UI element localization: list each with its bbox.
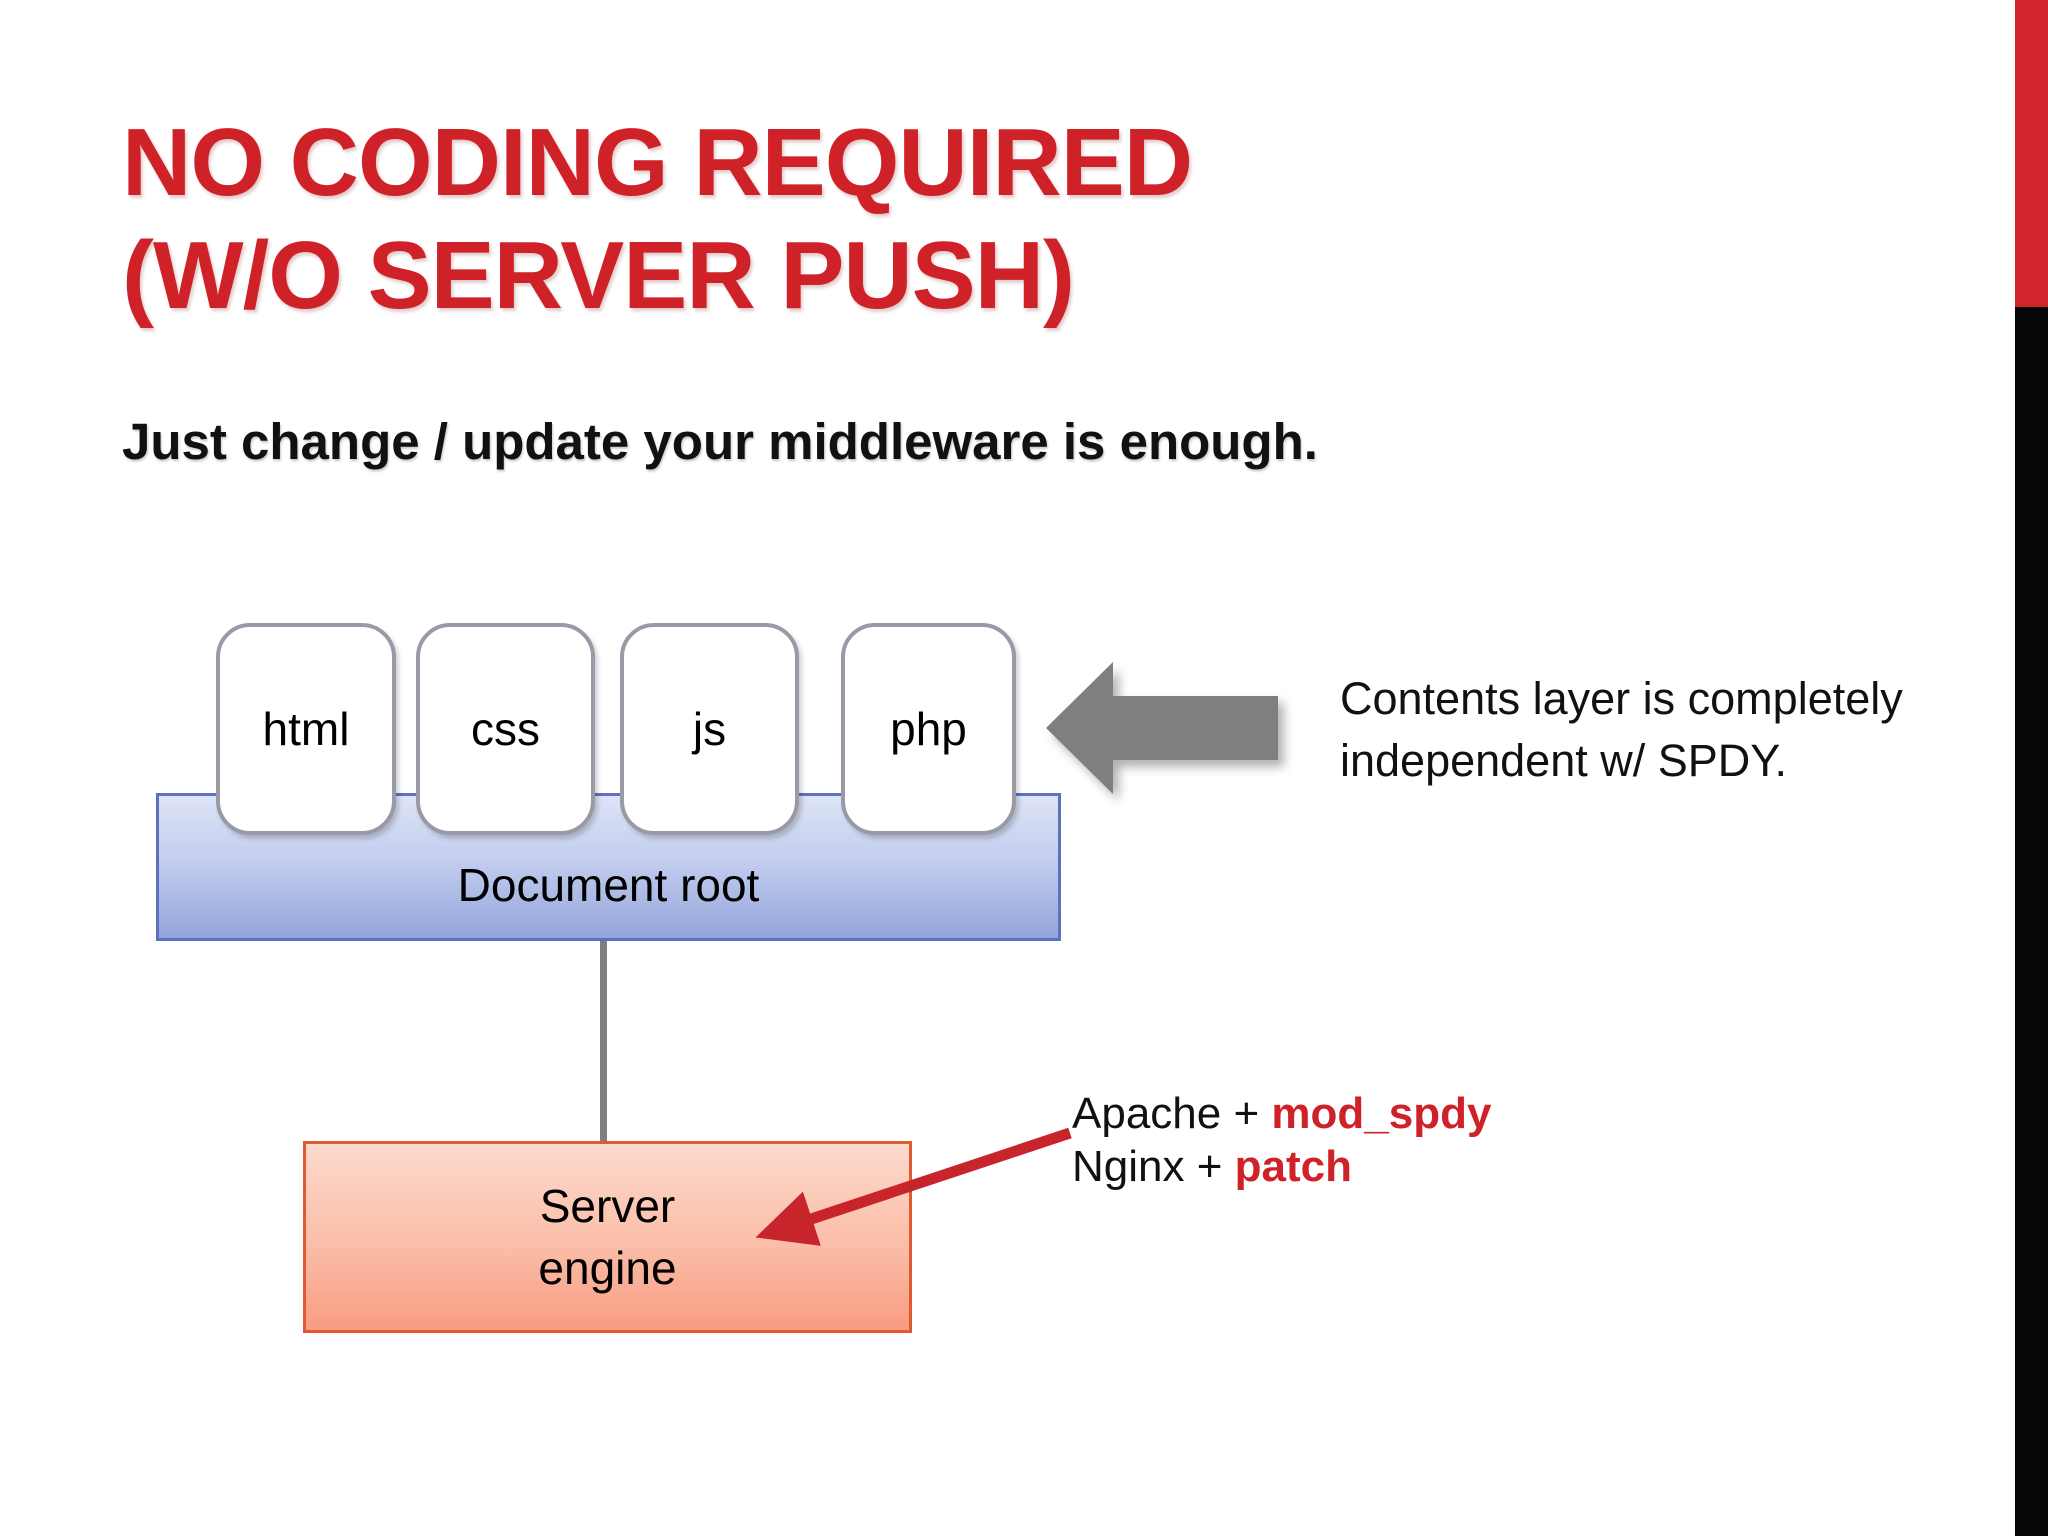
file-box-js-label: js bbox=[692, 703, 727, 755]
file-box-css-label: css bbox=[471, 703, 540, 755]
slide-title-line1: NO CODING REQUIRED bbox=[122, 109, 1193, 216]
accent-stripe-black bbox=[2015, 307, 2048, 1536]
spdy-note-line1: Contents layer is completely bbox=[1340, 673, 1903, 724]
spdy-note-line2: independent w/ SPDY. bbox=[1340, 735, 1787, 786]
middleware-note: Apache + mod_spdy Nginx + patch bbox=[1072, 1087, 1491, 1193]
middleware-note-line2-prefix: Nginx + bbox=[1072, 1142, 1235, 1191]
middleware-note-line1-highlight: mod_spdy bbox=[1271, 1089, 1492, 1138]
slide-title-line2: (W/O SERVER PUSH) bbox=[122, 222, 1075, 329]
left-block-arrow-icon bbox=[1046, 662, 1278, 794]
accent-stripe-red bbox=[2015, 0, 2048, 307]
slide-title: NO CODING REQUIRED (W/O SERVER PUSH) bbox=[122, 106, 1193, 332]
middleware-note-line2-highlight: patch bbox=[1234, 1142, 1352, 1191]
slide-subtitle: Just change / update your middleware is … bbox=[122, 413, 1318, 470]
connector-line bbox=[600, 941, 607, 1141]
middleware-note-line1: Apache + mod_spdy bbox=[1072, 1087, 1491, 1140]
middleware-note-line2: Nginx + patch bbox=[1072, 1140, 1491, 1193]
file-box-html: html bbox=[216, 623, 396, 835]
file-box-php-label: php bbox=[890, 703, 967, 755]
document-root-label: Document root bbox=[457, 859, 760, 911]
file-box-php: php bbox=[841, 623, 1016, 835]
server-engine-label-line1: Server bbox=[539, 1180, 676, 1232]
file-box-html-label: html bbox=[262, 703, 350, 755]
server-engine-label-line2: engine bbox=[538, 1242, 677, 1294]
file-box-css: css bbox=[416, 623, 595, 835]
server-engine-box: Server engine bbox=[303, 1141, 912, 1333]
spdy-note: Contents layer is completely independent… bbox=[1340, 668, 1903, 792]
middleware-note-line1-prefix: Apache + bbox=[1072, 1089, 1272, 1138]
file-box-js: js bbox=[620, 623, 799, 835]
